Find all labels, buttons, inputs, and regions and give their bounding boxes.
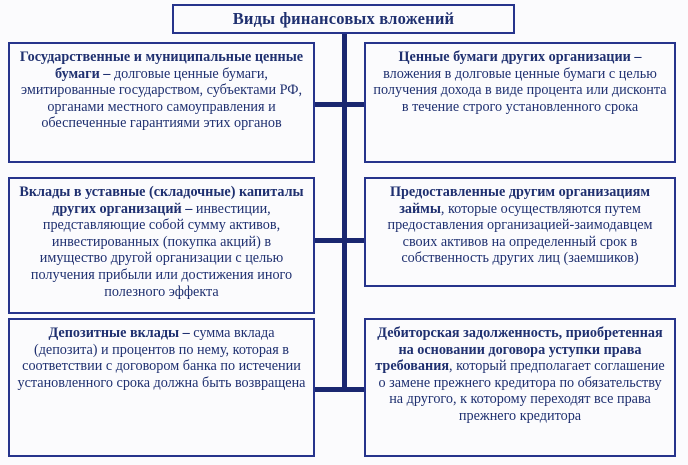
node-definition: , который предполагает соглашение о заме… [378,358,665,425]
connector-branch-row-2 [315,238,364,243]
node-term: Депозитные вклады – [48,325,194,341]
node-text: Государственные и муниципальные ценные б… [17,49,306,132]
node-definition: , которые осуществляются путем предостав… [387,200,653,267]
node-text: Дебиторская задолженность, приобретенная… [373,325,667,425]
node-text: Депозитные вклады – сумма вклада (депози… [17,325,306,391]
node-vklady-v-ustavnye-kapitaly: Вклады в уставные (складочные) капиталы … [8,177,315,314]
node-definition: вложения в долговые ценные бумаги с цель… [373,65,667,115]
node-gos-municipal-cennye-bumagi: Государственные и муниципальные ценные б… [8,42,315,163]
node-definition: сумма вклада (депозита) и процентов по н… [17,325,306,391]
node-term: Предоставленные другим организациям займ… [390,184,650,217]
node-depozitnye-vklady: Депозитные вклады – сумма вклада (депози… [8,318,315,457]
node-term: Дебиторская задолженность, приобретенная… [375,325,663,375]
node-text: Ценные бумаги других организации – вложе… [373,49,667,115]
node-definition: инвестиции, представляющие собой сумму а… [30,200,293,300]
node-debitorskaya-zadolzhennost: Дебиторская задолженность, приобретенная… [364,318,676,457]
node-term: Вклады в уставные (складочные) капиталы … [19,184,304,217]
node-text: Вклады в уставные (складочные) капиталы … [17,184,306,300]
node-predostavlennye-zajmy: Предоставленные другим организациям займ… [364,177,676,287]
node-term: Государственные и муниципальные ценные б… [19,49,304,82]
diagram-title-text: Виды финансовых вложений [232,9,455,29]
connector-branch-row-1 [315,102,364,107]
node-text: Предоставленные другим организациям займ… [373,184,667,267]
node-term: Ценные бумаги других организации – [398,49,642,65]
node-definition: долговые ценные бумаги, эмитированные го… [20,65,303,132]
diagram-title-box: Виды финансовых вложений [172,4,515,34]
node-cennye-bumagi-drugih-organizacii: Ценные бумаги других организации – вложе… [364,42,676,163]
connector-branch-row-3 [315,387,364,392]
connector-trunk-vertical [342,34,347,392]
